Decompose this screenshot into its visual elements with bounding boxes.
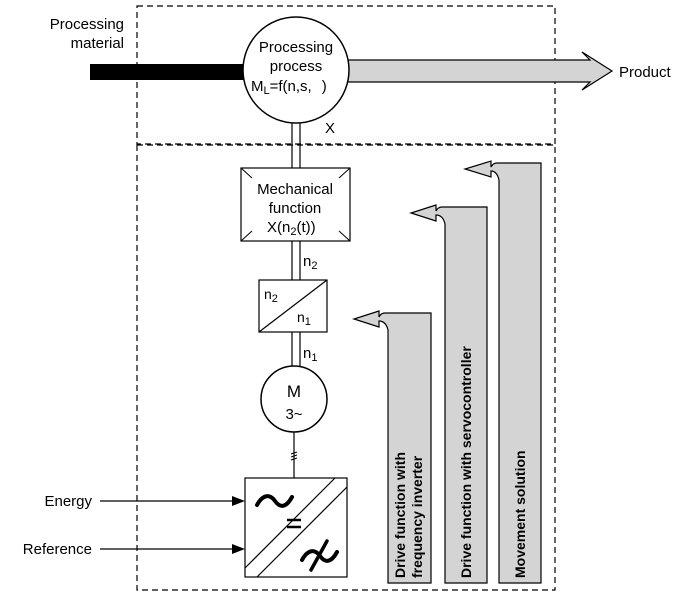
energy-arrowhead <box>232 496 245 506</box>
bar-servocontroller-shape <box>409 204 488 584</box>
processing-material-label-line1: Processing <box>50 16 124 33</box>
process-formula-sub: L <box>264 85 270 97</box>
process-formula-close: ) <box>322 78 327 95</box>
process-formula-m: M <box>251 78 264 95</box>
ac-tilde-symbol <box>255 494 294 508</box>
converter-diagonal-2 <box>256 486 348 578</box>
gear-top-label: n2 <box>264 286 278 305</box>
bar-movement-solution-shape <box>462 160 542 584</box>
cable-mark-1 <box>290 451 298 455</box>
mechanical-label-line2: function <box>269 200 322 217</box>
processing-material-label-line2: material <box>71 35 124 52</box>
bar-frequency-inverter-label-line1: Drive function with <box>392 452 408 578</box>
shaft-n1-label: n1 <box>303 345 317 364</box>
process-formula-rest: =f(n,s, <box>270 78 312 95</box>
processing-process-circle <box>242 16 350 124</box>
cable-mark-3 <box>290 457 298 461</box>
shaft-x-label: X <box>325 120 335 137</box>
gear-bottom-label: n1 <box>297 309 311 328</box>
bar-frequency-inverter <box>352 310 432 584</box>
process-formula: ML=f(n,s,) <box>251 78 327 97</box>
mechanical-function-box <box>240 167 351 242</box>
motor-label-line1: M <box>287 382 301 401</box>
processing-material-bar <box>90 64 245 80</box>
reference-label: Reference <box>23 541 92 558</box>
gear-diagonal <box>258 279 328 333</box>
product-label: Product <box>619 64 672 81</box>
bar-servocontroller <box>409 204 488 584</box>
energy-label: Energy <box>44 493 92 510</box>
bar-servocontroller-label: Drive function with servocontroller <box>458 346 474 578</box>
process-label-line2: process <box>270 58 323 75</box>
mechanical-label-line1: Mechanical <box>257 181 333 198</box>
motor-label-line2: 3~ <box>285 406 302 423</box>
product-arrow <box>317 51 614 91</box>
reference-arrowhead <box>232 544 245 554</box>
cable-mark-2 <box>290 454 298 458</box>
crossed-tilde-strike <box>309 539 329 572</box>
bar-frequency-inverter-shape <box>352 310 432 584</box>
shaft-n2-label: n2 <box>303 253 317 272</box>
mechanical-corner-marks <box>240 167 351 242</box>
bar-movement-solution <box>462 160 542 584</box>
bar-frequency-inverter-label-line2: frequency inverter <box>409 455 425 578</box>
mechanical-label-line3: X(n2(t)) <box>267 219 316 238</box>
drive-frame <box>136 144 556 591</box>
process-label-line1: Processing <box>259 39 333 56</box>
converter-diagonal-1 <box>244 477 336 569</box>
bar-movement-solution-label: Movement solution <box>512 450 528 578</box>
